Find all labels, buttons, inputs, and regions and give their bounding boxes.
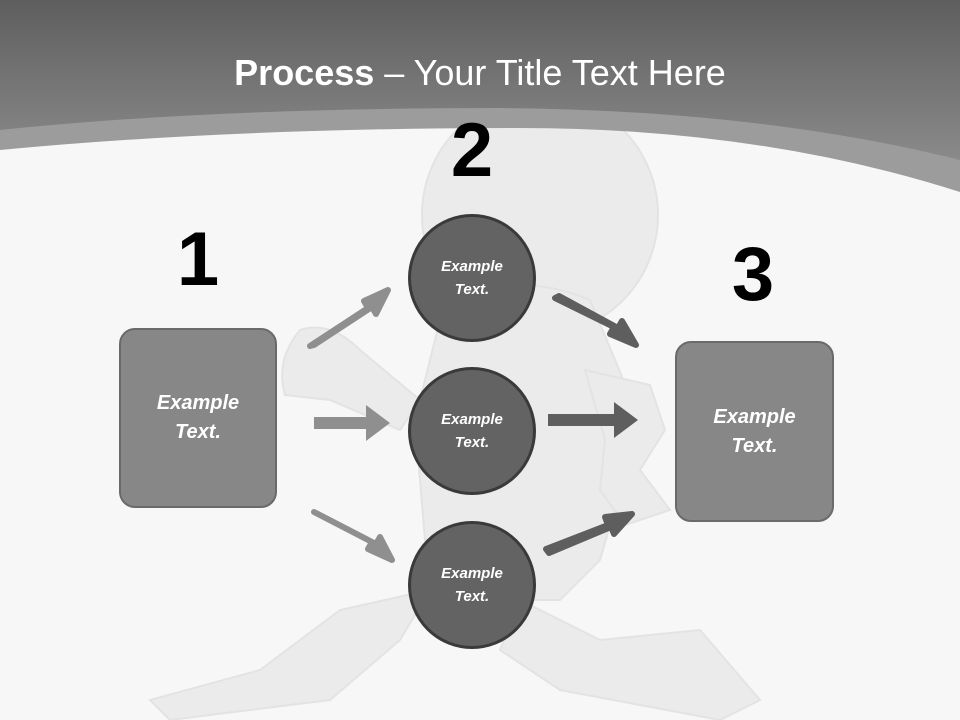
step-3-line2: Text. (731, 434, 778, 457)
step-1-box: Example Text. (119, 328, 277, 508)
slide-title: Process – Your Title Text Here (0, 52, 960, 94)
circle-3-line1: Example (441, 565, 503, 582)
arrow-circle3-to-box3 (543, 511, 635, 556)
step-3-box: Example Text. (675, 341, 834, 522)
step-1-line2: Text. (175, 421, 221, 443)
title-bold: Process (234, 52, 375, 93)
circle-3-line2: Text. (454, 588, 490, 605)
circle-2-line1: Example (441, 411, 503, 428)
arrow-box1-to-circle1 (307, 287, 391, 349)
step-1-line1: Example (156, 392, 240, 414)
step-2-circle-top: Example Text. (408, 214, 536, 342)
step-2-circle-middle: Example Text. (408, 367, 536, 495)
arrow-box1-to-circle3 (311, 509, 395, 563)
arrow-box1-to-circle2 (314, 405, 390, 441)
header-band (0, 0, 960, 192)
step-number-2: 2 (450, 108, 494, 193)
circle-1-line1: Example (441, 258, 503, 275)
circle-2-line2: Text. (454, 434, 490, 451)
circle-1-line2: Text. (454, 281, 490, 298)
arrow-circle2-to-box3 (548, 402, 638, 438)
title-rest: – Your Title Text Here (374, 52, 726, 93)
arrow-circle1-to-box3 (552, 293, 639, 348)
step-2-circle-bottom: Example Text. (408, 521, 536, 649)
step-3-line1: Example (713, 405, 796, 428)
step-number-3: 3 (731, 232, 775, 317)
step-number-1: 1 (176, 217, 220, 302)
